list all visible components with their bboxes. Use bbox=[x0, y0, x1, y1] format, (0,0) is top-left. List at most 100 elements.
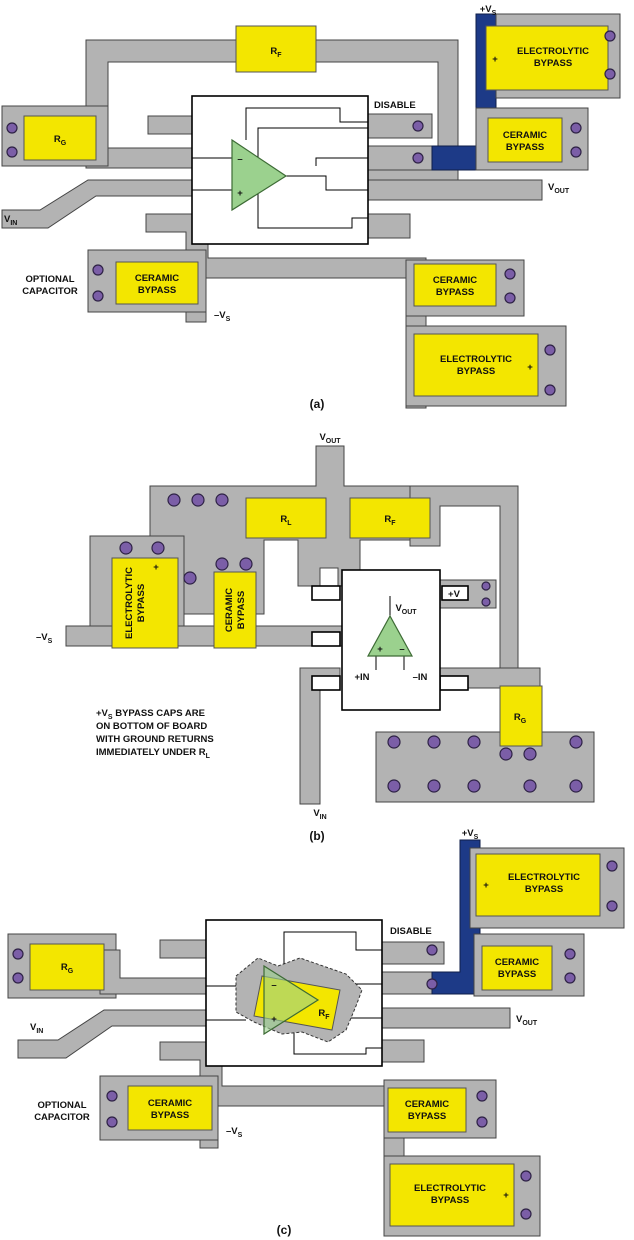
neg-supply-trace bbox=[65, 625, 343, 647]
electrolytic-top-polarity: + bbox=[492, 54, 498, 65]
rg-resistor bbox=[499, 685, 543, 747]
ceramic-bottom-label-2: BYPASS bbox=[436, 287, 474, 298]
vin-label: VIN bbox=[313, 808, 326, 821]
neg-supply-label: –VS bbox=[36, 632, 53, 645]
note-line-1: +VS BYPASS CAPS ARE bbox=[96, 708, 205, 721]
electrolytic-bottom-cap bbox=[413, 333, 539, 397]
neg-supply-label: –VS bbox=[226, 1126, 243, 1139]
op-amp bbox=[231, 138, 288, 212]
pin-bottom-right bbox=[439, 675, 469, 691]
bottom-ground-plane bbox=[375, 731, 595, 803]
rf-label: RF bbox=[270, 46, 282, 59]
pin-right-bottom bbox=[375, 1039, 425, 1063]
ceramic-left-label-2: BYPASS bbox=[138, 285, 176, 296]
panel-c: – + RF RG ELECTROLYTIC BYPASS + CERAMIC … bbox=[7, 828, 625, 1237]
op-amp bbox=[263, 964, 320, 1036]
internal-wiring bbox=[192, 107, 368, 229]
pin-right-bottom bbox=[361, 213, 411, 239]
ceramic-label-1: CERAMIC bbox=[224, 588, 235, 632]
plus-in-label: +IN bbox=[354, 672, 369, 683]
ceramic-top-label-2: BYPASS bbox=[498, 969, 536, 980]
vout-label: VOUT bbox=[548, 182, 570, 195]
rf-resistor bbox=[349, 497, 431, 539]
neg-supply-label: –VS bbox=[214, 310, 231, 323]
rf-loop-trace bbox=[409, 485, 519, 701]
optional-label: OPTIONAL bbox=[37, 1100, 86, 1111]
ceramic-left-label-2: BYPASS bbox=[151, 1110, 189, 1121]
electrolytic-bottom-label-2: BYPASS bbox=[457, 366, 495, 377]
optional-label: OPTIONAL bbox=[25, 274, 74, 285]
electrolytic-bottom-label-1: ELECTROLYTIC bbox=[440, 354, 512, 365]
electrolytic-cap bbox=[111, 557, 179, 649]
rf-resistor bbox=[235, 25, 317, 73]
caption-c: (c) bbox=[277, 1223, 292, 1237]
rf-label: RF bbox=[318, 1008, 330, 1021]
electrolytic-top-label-1: ELECTROLYTIC bbox=[517, 46, 589, 57]
electrolytic-top-polarity: + bbox=[483, 880, 489, 891]
electrolytic-bottom-label-2: BYPASS bbox=[431, 1195, 469, 1206]
vout-trace bbox=[361, 179, 543, 201]
plus-v-label: +V bbox=[448, 589, 461, 600]
op-amp-minus: – bbox=[237, 154, 242, 165]
rf-label: RF bbox=[384, 514, 396, 527]
vout-label: VOUT bbox=[516, 1014, 538, 1027]
amp-package bbox=[341, 569, 441, 711]
op-amp bbox=[366, 614, 414, 657]
electrolytic-top-label-1: ELECTROLYTIC bbox=[508, 872, 580, 883]
ceramic-top-label-2: BYPASS bbox=[506, 142, 544, 153]
electrolytic-bottom-label-1: ELECTROLYTIC bbox=[414, 1183, 486, 1194]
electrolytic-bottom-polarity: + bbox=[503, 1190, 509, 1201]
vin-label: VIN bbox=[4, 214, 17, 227]
disable-label: DISABLE bbox=[374, 100, 416, 111]
ceramic-bottom-cap bbox=[413, 263, 497, 307]
rl-label: RL bbox=[280, 514, 292, 527]
ceramic-bottom-cap bbox=[387, 1087, 467, 1133]
op-amp-plus: + bbox=[237, 188, 243, 199]
op-amp-plus: + bbox=[271, 1014, 277, 1025]
minus-in-label: –IN bbox=[413, 672, 428, 683]
ceramic-left-cap bbox=[115, 261, 199, 305]
electrolytic-label-1: ELECTROLYTIC bbox=[124, 567, 135, 639]
electrolytic-bottom-polarity: + bbox=[527, 362, 533, 373]
electrolytic-label-2: BYPASS bbox=[136, 584, 147, 622]
ceramic-top-label-1: CERAMIC bbox=[503, 130, 547, 141]
ceramic-left-cap bbox=[127, 1085, 213, 1131]
vias-c bbox=[12, 860, 618, 1220]
ceramic-bottom-label-1: CERAMIC bbox=[405, 1099, 449, 1110]
electrolytic-top-label-2: BYPASS bbox=[534, 58, 572, 69]
capacitor-label: CAPACITOR bbox=[34, 1112, 90, 1123]
rg-resistor bbox=[29, 943, 105, 991]
vout-top-label: VOUT bbox=[319, 432, 341, 445]
disable-label: DISABLE bbox=[390, 926, 432, 937]
pin-mid-left bbox=[311, 631, 341, 647]
op-amp-minus: – bbox=[399, 644, 404, 655]
rl-resistor bbox=[245, 497, 327, 539]
ceramic-bottom-label-1: CERAMIC bbox=[433, 275, 477, 286]
ceramic-label-2: BYPASS bbox=[236, 591, 247, 629]
ceramic-top-label-1: CERAMIC bbox=[495, 957, 539, 968]
op-amp-plus: + bbox=[377, 644, 383, 655]
pin-top-left bbox=[311, 585, 341, 601]
amp-package bbox=[191, 95, 369, 245]
note-line-3: WITH GROUND RETURNS bbox=[96, 734, 214, 745]
electrolytic-bottom-cap bbox=[389, 1163, 515, 1227]
electrolytic-top-label-2: BYPASS bbox=[525, 884, 563, 895]
pos-supply-label: +VS bbox=[480, 4, 497, 17]
panel-a: – + RF RG ELECTROLYTIC BYPASS + CERAMIC … bbox=[1, 4, 621, 411]
ceramic-top-cap bbox=[487, 117, 563, 163]
vias-a bbox=[6, 30, 616, 396]
ceramic-cap bbox=[213, 571, 257, 649]
ceramic-left-label-1: CERAMIC bbox=[135, 273, 179, 284]
vias-b bbox=[119, 493, 583, 793]
caption-b: (b) bbox=[309, 829, 324, 843]
capacitor-label: CAPACITOR bbox=[22, 286, 78, 297]
panel-b: + – RL RF RG ELECTROLYTIC BYPASS + CERAM… bbox=[36, 432, 595, 843]
electrolytic-top-cap bbox=[485, 25, 609, 91]
note-line-2: ON BOTTOM OF BOARD bbox=[96, 721, 207, 732]
vout-trace bbox=[375, 1007, 511, 1029]
vin-label: VIN bbox=[30, 1022, 43, 1035]
rg-label: RG bbox=[61, 962, 74, 975]
pin-nc bbox=[147, 115, 197, 135]
pos-supply-trace bbox=[431, 839, 481, 995]
op-amp-minus: – bbox=[271, 980, 276, 991]
